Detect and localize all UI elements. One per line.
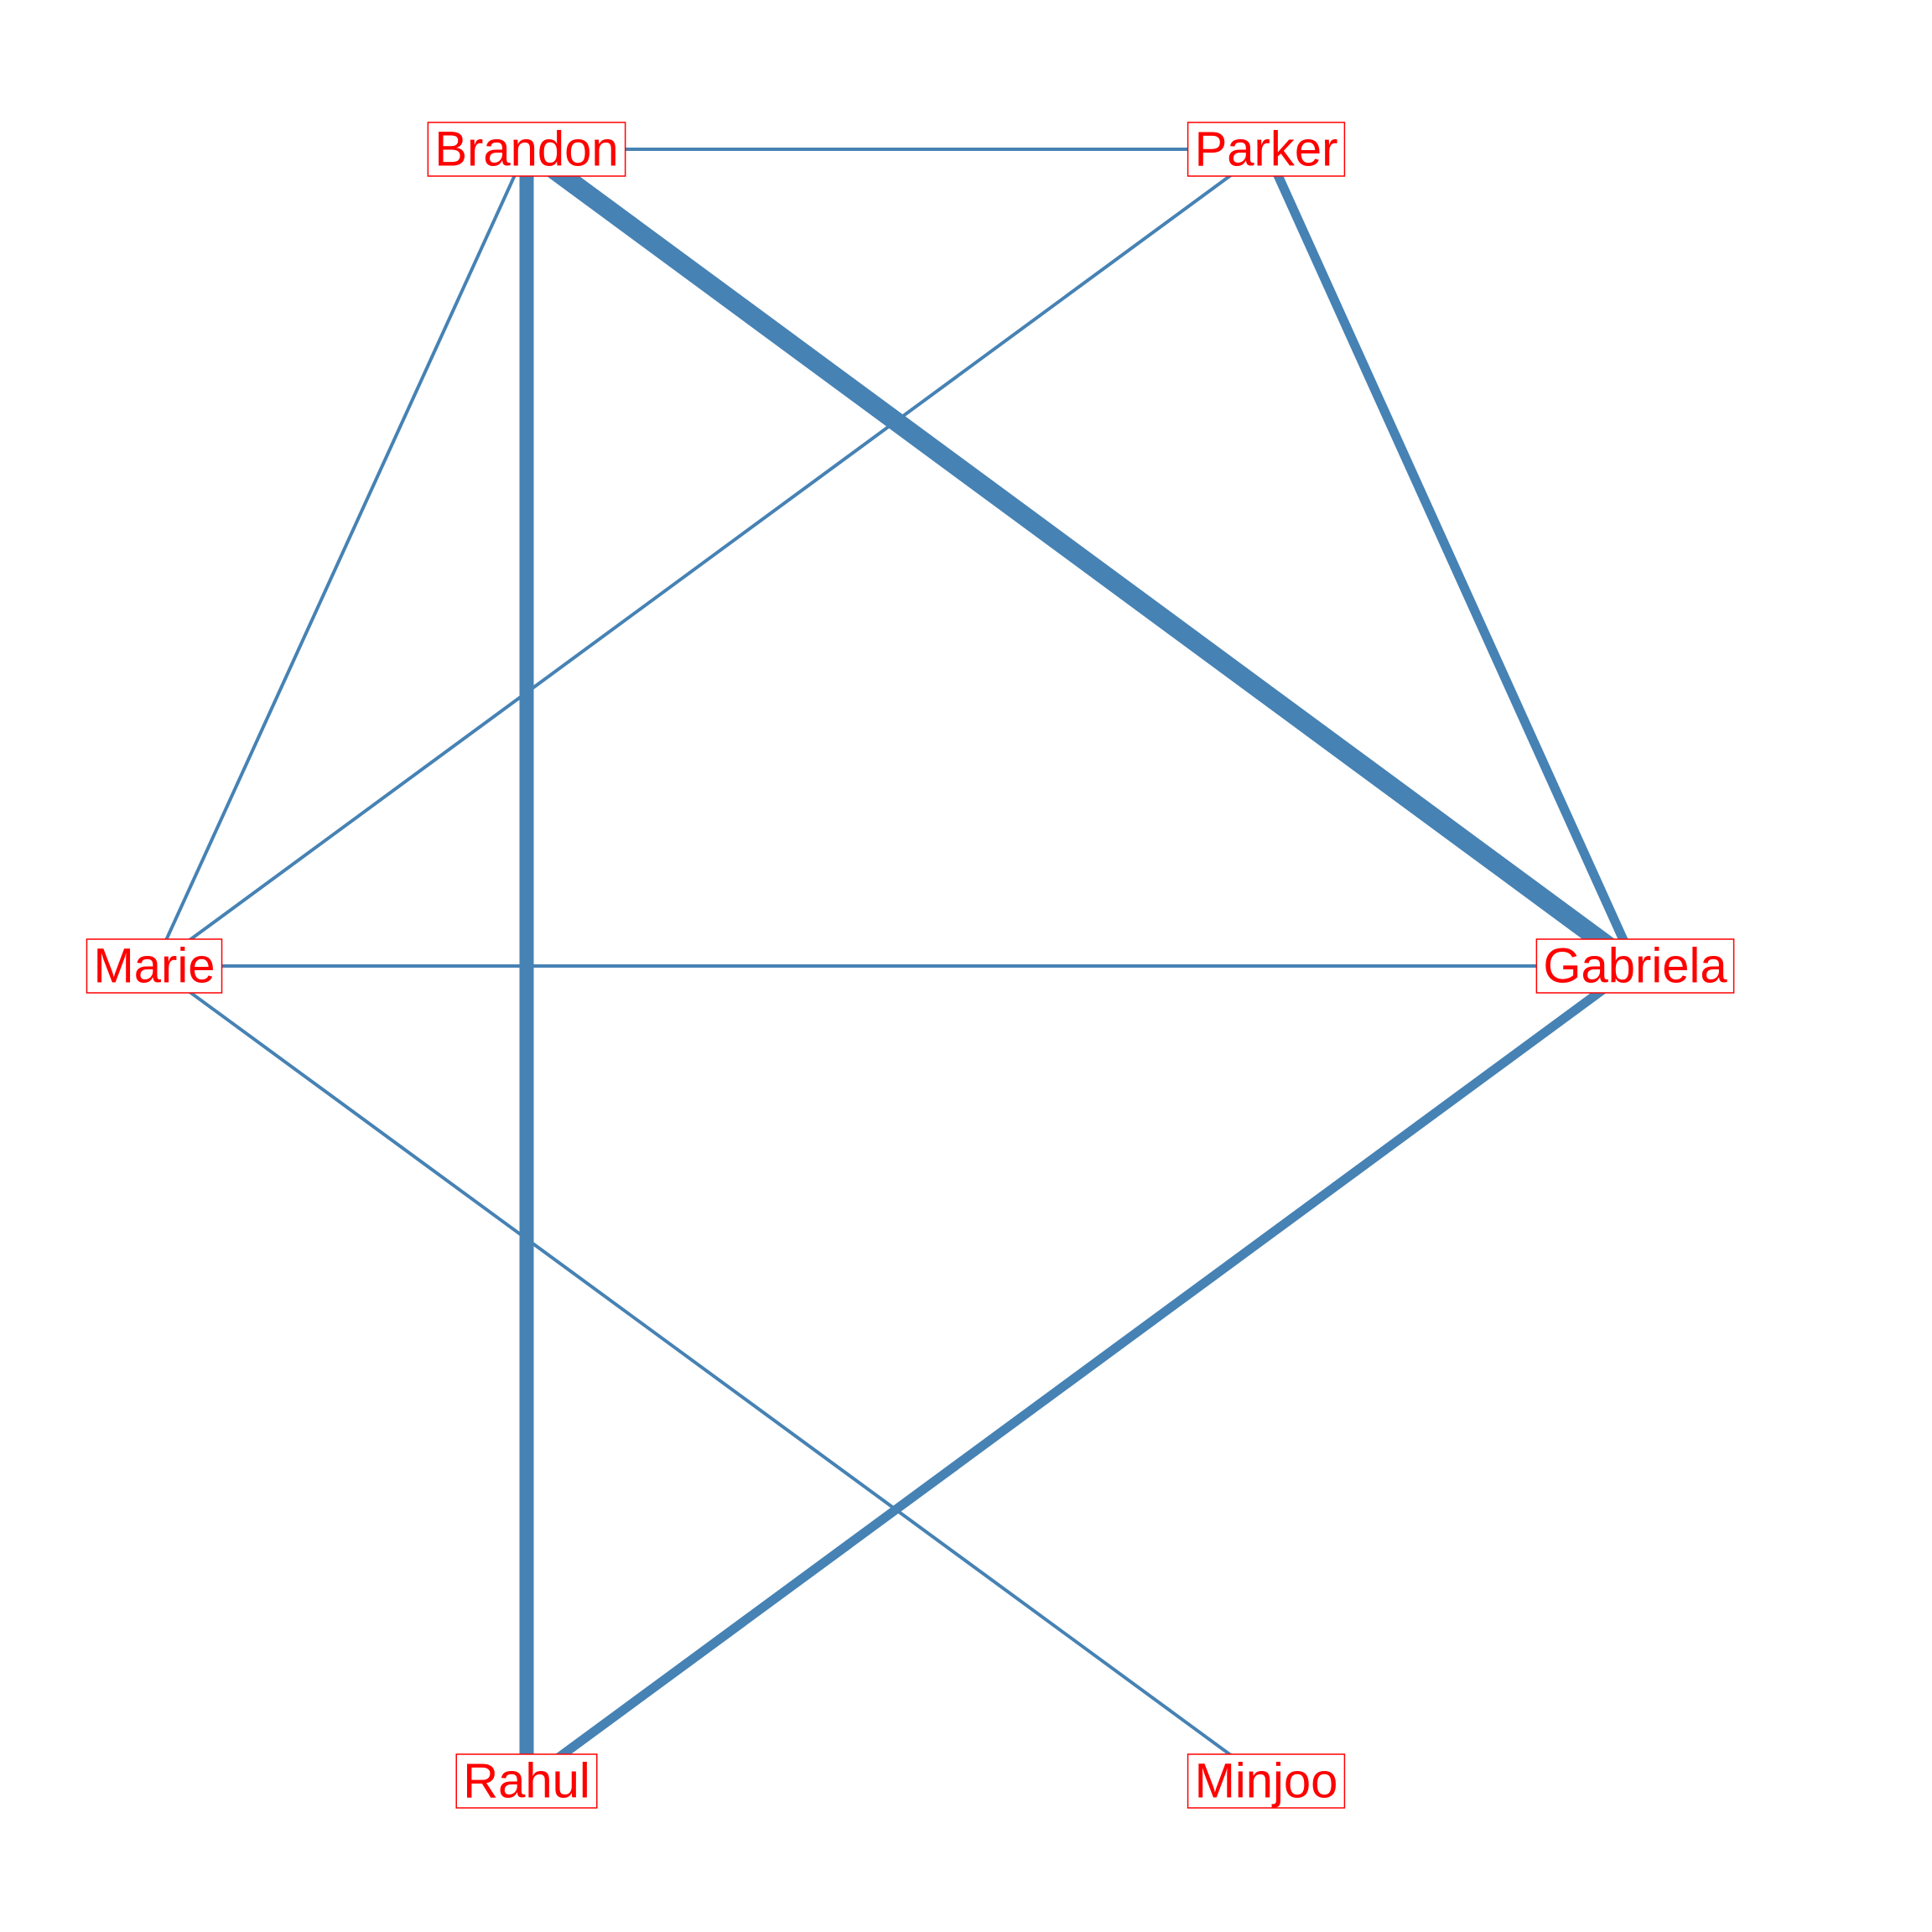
edge-parker-marie <box>153 148 1268 968</box>
node-minjoo: Minjoo <box>1187 1753 1346 1809</box>
edge-marie-minjoo <box>153 964 1268 1783</box>
node-label: Minjoo <box>1195 1754 1338 1809</box>
node-rahul: Rahul <box>455 1753 598 1809</box>
edge-brandon-gabriela <box>521 141 1641 974</box>
edge-brandon-marie <box>153 148 528 967</box>
node-label: Brandon <box>434 122 618 177</box>
node-label: Parker <box>1195 122 1338 177</box>
node-label-box <box>1187 1753 1346 1809</box>
node-label-box <box>455 1753 598 1809</box>
node-brandon: Brandon <box>427 122 626 177</box>
node-label-box <box>1535 938 1735 994</box>
node-label-box <box>86 938 223 994</box>
edge-gabriela-rahul <box>523 962 1639 1785</box>
edges-layer <box>153 141 1641 1785</box>
edge-parker-gabriela <box>1261 147 1640 969</box>
node-label: Rahul <box>463 1754 590 1809</box>
node-gabriela: Gabriela <box>1535 938 1735 994</box>
node-label-box <box>1187 122 1346 177</box>
node-marie: Marie <box>86 938 223 994</box>
node-label: Gabriela <box>1543 939 1727 994</box>
node-label: Marie <box>93 939 215 994</box>
node-label-box <box>427 122 626 177</box>
node-parker: Parker <box>1187 122 1346 177</box>
